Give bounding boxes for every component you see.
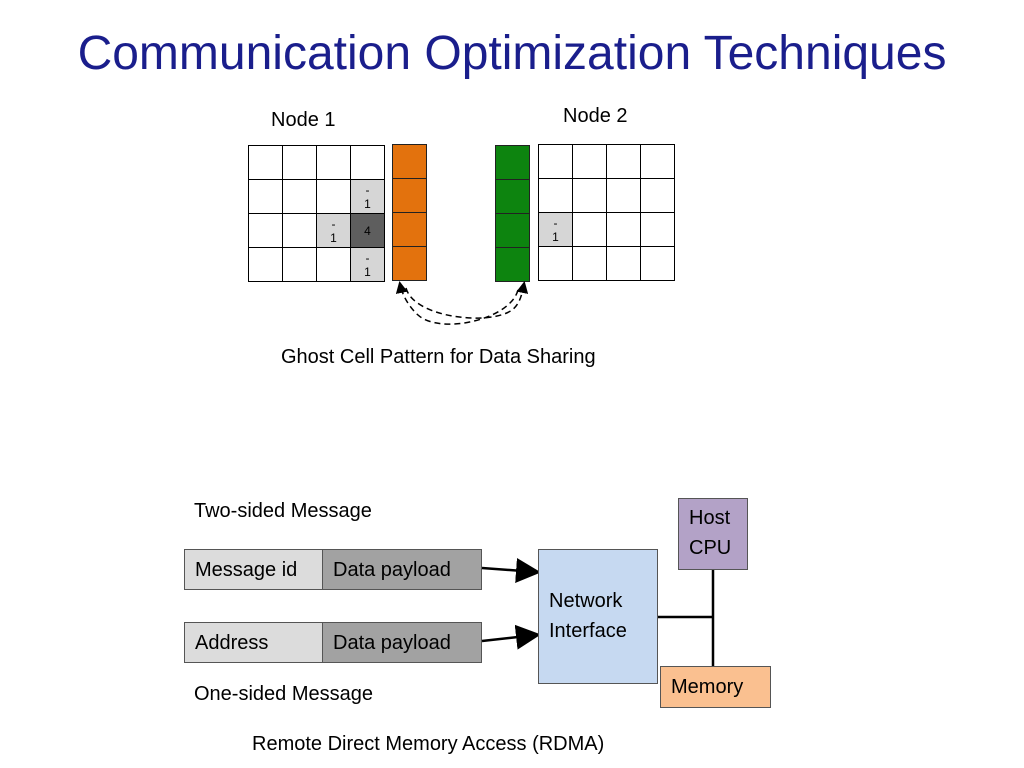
node1-cell-r1-c2 bbox=[316, 179, 351, 214]
node1-cell-r3-c0 bbox=[248, 247, 283, 282]
send-ghost-segment-0 bbox=[392, 144, 427, 179]
node2-cell-r3-c0 bbox=[538, 246, 573, 281]
node1-cell-r3-c1 bbox=[282, 247, 317, 282]
rdma-caption: Remote Direct Memory Access (RDMA) bbox=[252, 733, 605, 755]
host-cpu-line2: CPU bbox=[689, 537, 732, 559]
node2-label: Node 2 bbox=[563, 105, 628, 127]
two-sided-payload-field: Data payload bbox=[322, 549, 482, 590]
receive-ghost-segment-3 bbox=[495, 247, 530, 282]
exchange-arrows bbox=[395, 281, 529, 325]
one-sided-arrow bbox=[481, 624, 541, 650]
node1-cell-r1-c0 bbox=[248, 179, 283, 214]
node1-cell-r1-c1 bbox=[282, 179, 317, 214]
node2-cell-r2-c0: -1 bbox=[538, 212, 573, 247]
network-interface-box: Network Interface bbox=[538, 549, 658, 684]
host-cpu-box: Host CPU bbox=[678, 498, 748, 570]
node2-grid: -1 bbox=[538, 144, 675, 281]
host-cpu-line1: Host bbox=[689, 507, 731, 529]
node1-cell-r0-c1 bbox=[282, 145, 317, 180]
two-sided-label: Two-sided Message bbox=[194, 500, 372, 522]
send-ghost-segment-2 bbox=[392, 212, 427, 247]
node2-cell-r3-c3 bbox=[640, 246, 675, 281]
send-ghost-segment-3 bbox=[392, 246, 427, 281]
node1-cell-r3-c3: -1 bbox=[350, 247, 385, 282]
node1-cell-r0-c2 bbox=[316, 145, 351, 180]
node2-cell-r2-c3 bbox=[640, 212, 675, 247]
message-id-field: Message id bbox=[184, 549, 323, 590]
node2-cell-r0-c1 bbox=[572, 144, 607, 179]
node1-label: Node 1 bbox=[271, 109, 336, 131]
two-sided-arrow bbox=[481, 558, 541, 583]
network-interface-line1: Network bbox=[549, 590, 623, 612]
node1-cell-r1-c3: -1 bbox=[350, 179, 385, 214]
send-ghost-segment-1 bbox=[392, 178, 427, 213]
receive-ghost-segment-1 bbox=[495, 179, 530, 214]
one-sided-payload-field: Data payload bbox=[322, 622, 482, 663]
address-field: Address bbox=[184, 622, 323, 663]
arrow-to-node1 bbox=[395, 281, 519, 325]
memory-box: Memory bbox=[660, 666, 771, 708]
receive-ghost-column bbox=[495, 145, 530, 282]
network-interface-line2: Interface bbox=[549, 620, 627, 642]
ghost-caption: Ghost Cell Pattern for Data Sharing bbox=[281, 346, 596, 368]
one-sided-label: One-sided Message bbox=[194, 683, 373, 705]
node2-cell-r3-c2 bbox=[606, 246, 641, 281]
send-ghost-column bbox=[392, 144, 427, 281]
node1-cell-r2-c3: 4 bbox=[350, 213, 385, 248]
slide-title: Communication Optimization Techniques bbox=[77, 27, 947, 80]
node1-cell-r2-c2: -1 bbox=[316, 213, 351, 248]
node2-cell-r1-c2 bbox=[606, 178, 641, 213]
arrow-to-node2 bbox=[405, 281, 529, 319]
